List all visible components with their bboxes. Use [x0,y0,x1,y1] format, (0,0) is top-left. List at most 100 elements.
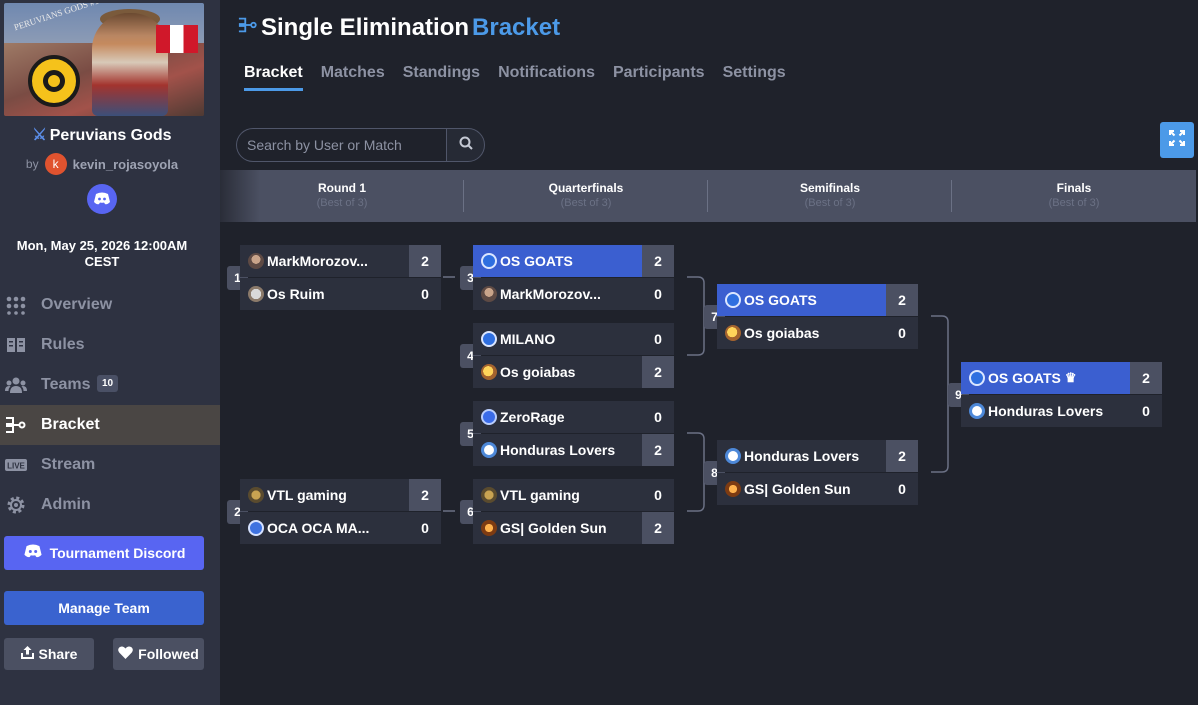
sidebar-item-admin[interactable]: Admin [0,485,220,525]
score: 2 [409,479,441,511]
round-name: Quarterfinals [548,181,624,195]
sidebar-item-rules[interactable]: Rules [0,325,220,365]
search-icon [459,136,473,155]
team-name: GS| Golden Sun [744,481,851,497]
match-slot-bottom[interactable]: GS| Golden Sun 0 [717,473,918,505]
tournament-discord-button[interactable]: Tournament Discord [4,536,204,570]
avatar[interactable]: k [44,153,67,175]
score: 0 [421,286,429,302]
score: 0 [898,325,906,341]
score: 0 [654,286,662,302]
round-name: Round 1 [318,181,366,195]
score: 0 [654,409,662,425]
team-name: Os Ruim [267,286,325,302]
team-name: MarkMorozov... [267,253,368,269]
teams-count-badge: 10 [97,375,119,392]
search-input[interactable] [236,128,446,162]
match-slot-top[interactable]: Honduras Lovers 2 [717,440,918,472]
shield-icon [248,520,264,536]
match-slot-bottom[interactable]: GS| Golden Sun 2 [473,512,674,544]
match-slot-bottom[interactable]: Os goiabas 0 [717,317,918,349]
match-slot-top[interactable]: OS GOATS 2 [717,284,918,316]
tab-bracket[interactable]: Bracket [244,64,303,91]
followed-button[interactable]: Followed [113,638,204,670]
team-logo-icon [725,325,741,341]
share-button[interactable]: Share [4,638,94,670]
match-slot-top[interactable]: OS GOATS♛ 2 [961,362,1162,394]
sidebar-item-bracket[interactable]: Bracket [0,405,220,445]
team-name: OS GOATS [500,253,573,269]
match-slot-top[interactable]: MILANO 0 [473,323,674,355]
manage-team-label: Manage Team [58,600,150,616]
sun-icon [481,520,497,536]
tab-bar: Bracket Matches Standings Notifications … [244,64,804,91]
owner-line: by k kevin_rojasoyola [0,153,204,175]
sidebar-item-overview[interactable]: Overview [0,285,220,325]
tab-settings[interactable]: Settings [722,64,786,81]
globe-icon [725,448,741,464]
round-format: (Best of 3) [316,197,368,209]
shield-icon [481,331,497,347]
shield-icon [725,292,741,308]
crown-icon: ♛ [1064,370,1077,385]
manage-team-button[interactable]: Manage Team [4,591,204,625]
match-slot-bottom[interactable]: OCA OCA MA... 0 [240,512,441,544]
by-label: by [25,157,39,171]
sidebar-item-label: Stream [41,456,96,473]
sidebar: PERUVIANS GODS #1 ⚔Peruvians Gods by k k… [0,0,220,705]
team-name: Honduras Lovers [744,448,860,464]
tab-matches[interactable]: Matches [320,64,385,81]
match-slot-bottom[interactable]: Os Ruim 0 [240,278,441,310]
tournament-discord-label: Tournament Discord [49,545,186,561]
round-format: (Best of 3) [804,197,856,209]
score: 0 [1142,403,1150,419]
tab-notifications[interactable]: Notifications [498,64,595,81]
team-name: OS GOATS [988,370,1061,386]
match-slot-top[interactable]: VTL gaming 2 [240,479,441,511]
score: 2 [886,284,918,316]
match-slot-bottom[interactable]: MarkMorozov... 0 [473,278,674,310]
match-slot-bottom[interactable]: Honduras Lovers 0 [961,395,1162,427]
team-name[interactable]: ⚔Peruvians Gods [0,125,204,145]
team-logo-icon [481,364,497,380]
match-slot-bottom[interactable]: Honduras Lovers 2 [473,434,674,466]
match-slot-top[interactable]: ZeroRage 0 [473,401,674,433]
avatar-icon [248,286,264,302]
team-logo-icon [248,487,264,503]
team-logo-icon [28,55,80,107]
sidebar-item-label: Teams [41,376,91,393]
owner-name[interactable]: kevin_rojasoyola [72,156,179,172]
team-name-label: Peruvians Gods [49,127,172,144]
team-name: OS GOATS [744,292,817,308]
match-slot-top[interactable]: VTL gaming 0 [473,479,674,511]
match-card: 8 Honduras Lovers 2 GS| Golden Sun 0 [704,440,918,506]
round-divider [463,180,464,212]
avatar-icon [248,253,264,269]
expand-icon [1169,129,1185,151]
team-name: Honduras Lovers [500,442,616,458]
tab-participants[interactable]: Participants [612,64,705,81]
search-button[interactable] [446,128,485,162]
round-header-finals: Finals (Best of 3) [952,170,1196,222]
heart-icon [118,646,133,662]
fullscreen-button[interactable] [1160,122,1194,158]
team-name: MarkMorozov... [500,286,601,302]
match-slot-top[interactable]: MarkMorozov... 2 [240,245,441,277]
peru-flag-icon [156,25,198,53]
sidebar-item-stream[interactable]: LIVE Stream [0,445,220,485]
users-icon [5,374,27,396]
score: 0 [654,331,662,347]
team-name: Os goiabas [500,364,576,380]
round-format: (Best of 3) [560,197,612,209]
match-card: 5 ZeroRage 0 Honduras Lovers 2 [460,401,674,467]
bracket-icon [5,414,27,436]
title-text: Single Elimination [261,14,470,41]
discord-icon[interactable] [87,184,117,214]
match-slot-bottom[interactable]: Os goiabas 2 [473,356,674,388]
team-banner-image: PERUVIANS GODS #1 [4,3,204,116]
match-slot-top[interactable]: OS GOATS 2 [473,245,674,277]
team-name: VTL gaming [267,487,347,503]
tournament-date: Mon, May 25, 2026 12:00AM CEST [16,238,188,269]
tab-standings[interactable]: Standings [402,64,481,81]
sidebar-item-teams[interactable]: Teams 10 [0,365,220,405]
